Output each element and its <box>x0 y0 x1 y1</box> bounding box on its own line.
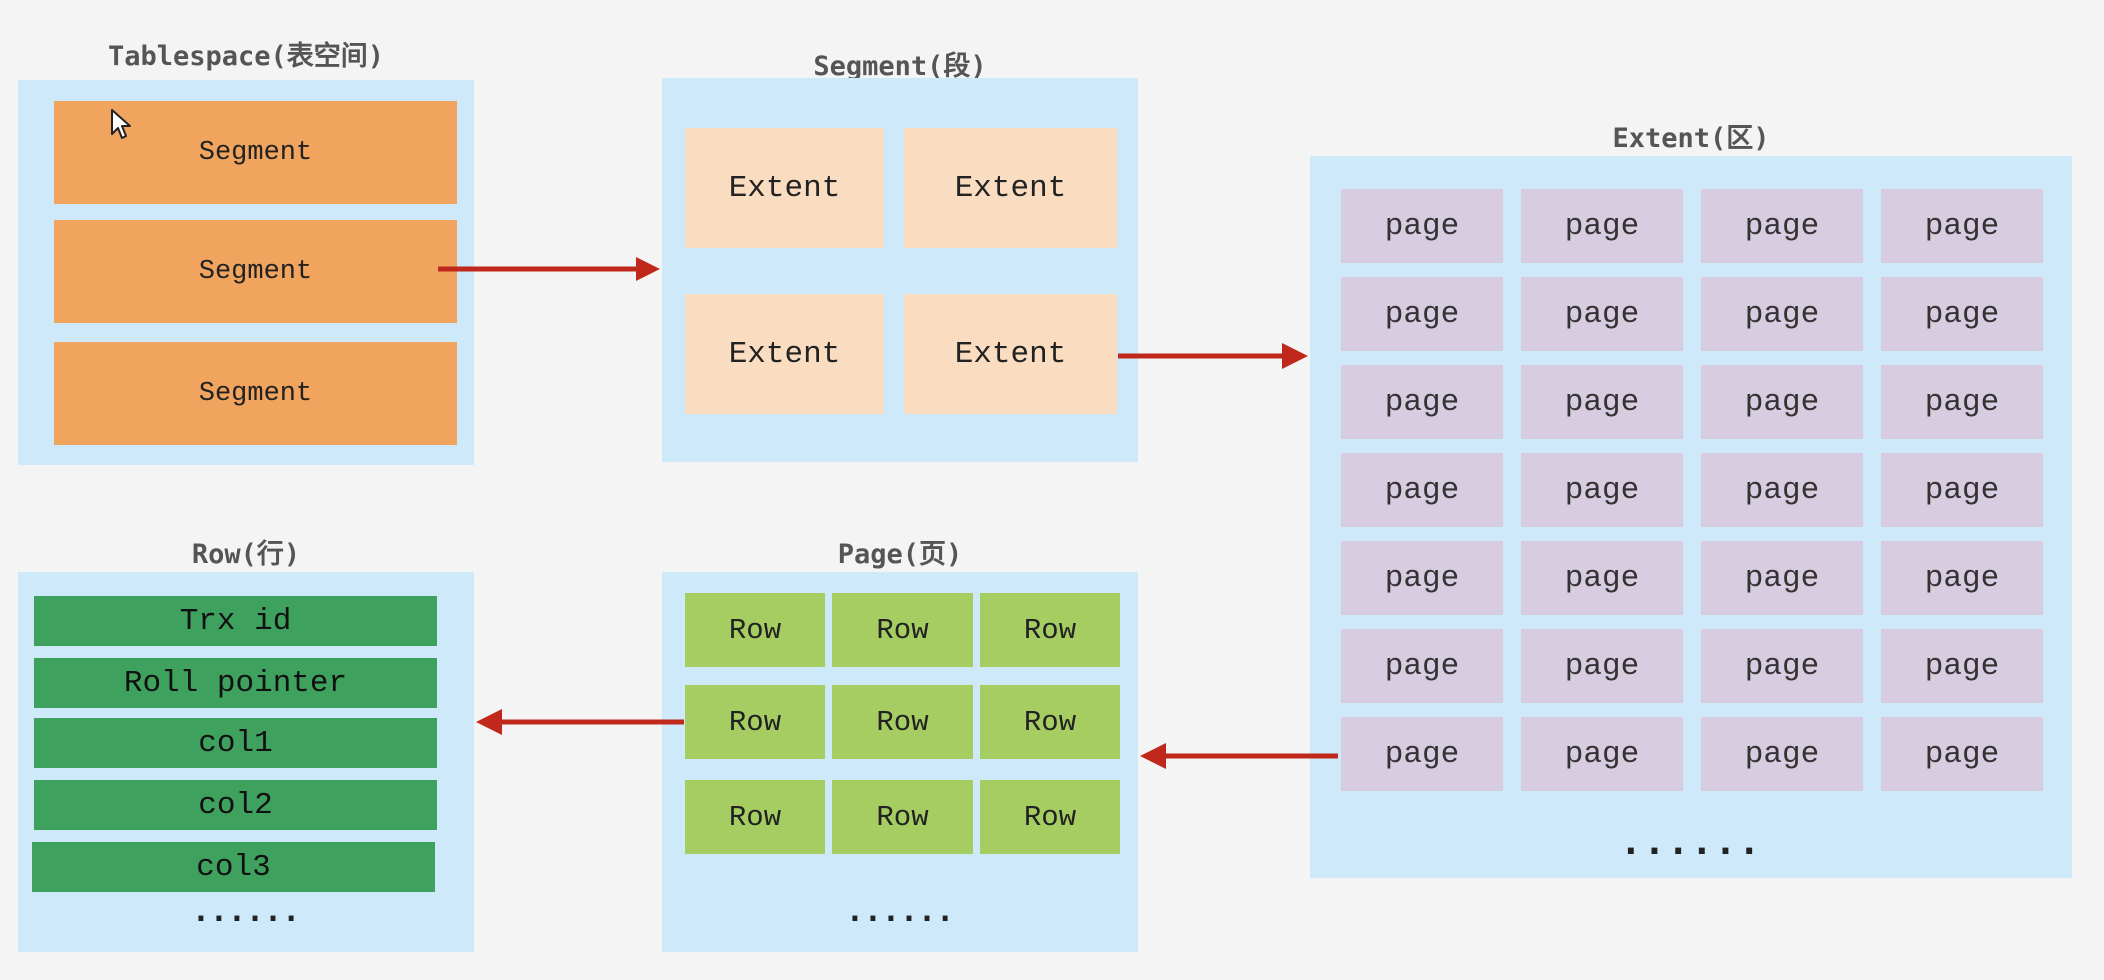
extent-page: page <box>1881 717 2043 791</box>
extent-page: page <box>1521 277 1683 351</box>
extent-page: page <box>1881 277 2043 351</box>
tablespace-panel: Segment Segment Segment <box>18 80 474 465</box>
segment-panel: Extent Extent Extent Extent <box>662 78 1138 462</box>
extent-page: page <box>1881 541 2043 615</box>
tablespace-title: Tablespace(表空间) <box>107 41 385 72</box>
segment-title: Segment(段) <box>813 51 987 82</box>
extent-page: page <box>1341 189 1503 263</box>
page-row: Row <box>832 685 973 759</box>
extent-page: page <box>1521 365 1683 439</box>
tablespace-segment: Segment <box>54 342 457 445</box>
extent-page: page <box>1881 453 2043 527</box>
page-row: Row <box>980 780 1120 854</box>
mouse-cursor-icon <box>111 109 131 139</box>
row-field-trx-id: Trx id <box>34 596 437 646</box>
page-row: Row <box>832 780 973 854</box>
page-row: Row <box>685 685 825 759</box>
arrowhead <box>476 709 502 735</box>
tablespace-segment: Segment <box>54 220 457 323</box>
extent-page: page <box>1701 629 1863 703</box>
extent-page: page <box>1701 277 1863 351</box>
extent-page: page <box>1521 453 1683 527</box>
row-title: Row(行) <box>191 539 301 570</box>
page-row: Row <box>832 593 973 667</box>
extent-page: page <box>1521 629 1683 703</box>
page-row: Row <box>980 593 1120 667</box>
page-row: Row <box>685 593 825 667</box>
extent-page: page <box>1341 453 1503 527</box>
extent-page: page <box>1521 541 1683 615</box>
extent-page: page <box>1341 541 1503 615</box>
segment-extent: Extent <box>685 128 884 248</box>
extent-page: page <box>1701 189 1863 263</box>
row-more-dots: ...... <box>191 894 301 929</box>
extent-page: page <box>1881 629 2043 703</box>
segment-extent: Extent <box>904 294 1117 414</box>
arrowhead <box>1282 343 1308 369</box>
row-field-col1: col1 <box>34 718 437 768</box>
segment-extent: Extent <box>904 128 1117 248</box>
extent-more-dots: ...... <box>1619 822 1763 863</box>
row-field-col2: col2 <box>34 780 437 830</box>
extent-page: page <box>1701 717 1863 791</box>
extent-page: page <box>1341 277 1503 351</box>
extent-page: page <box>1341 717 1503 791</box>
page-row: Row <box>685 780 825 854</box>
extent-page: page <box>1701 453 1863 527</box>
extent-page: page <box>1341 365 1503 439</box>
arrowhead <box>636 257 660 281</box>
extent-page: page <box>1521 717 1683 791</box>
page-row: Row <box>980 685 1120 759</box>
segment-extent: Extent <box>685 294 884 414</box>
page-title: Page(页) <box>837 539 963 570</box>
extent-page: page <box>1701 365 1863 439</box>
row-panel: Trx id Roll pointer col1 col2 col3 .....… <box>18 572 474 952</box>
page-more-dots: ...... <box>845 894 955 929</box>
arrowhead <box>1140 743 1166 769</box>
extent-page: page <box>1701 541 1863 615</box>
extent-title: Extent(区) <box>1612 123 1770 154</box>
extent-page: page <box>1881 365 2043 439</box>
extent-page: page <box>1881 189 2043 263</box>
row-field-col3: col3 <box>32 842 435 892</box>
extent-page: page <box>1341 629 1503 703</box>
row-field-roll-pointer: Roll pointer <box>34 658 437 708</box>
extent-page: page <box>1521 189 1683 263</box>
